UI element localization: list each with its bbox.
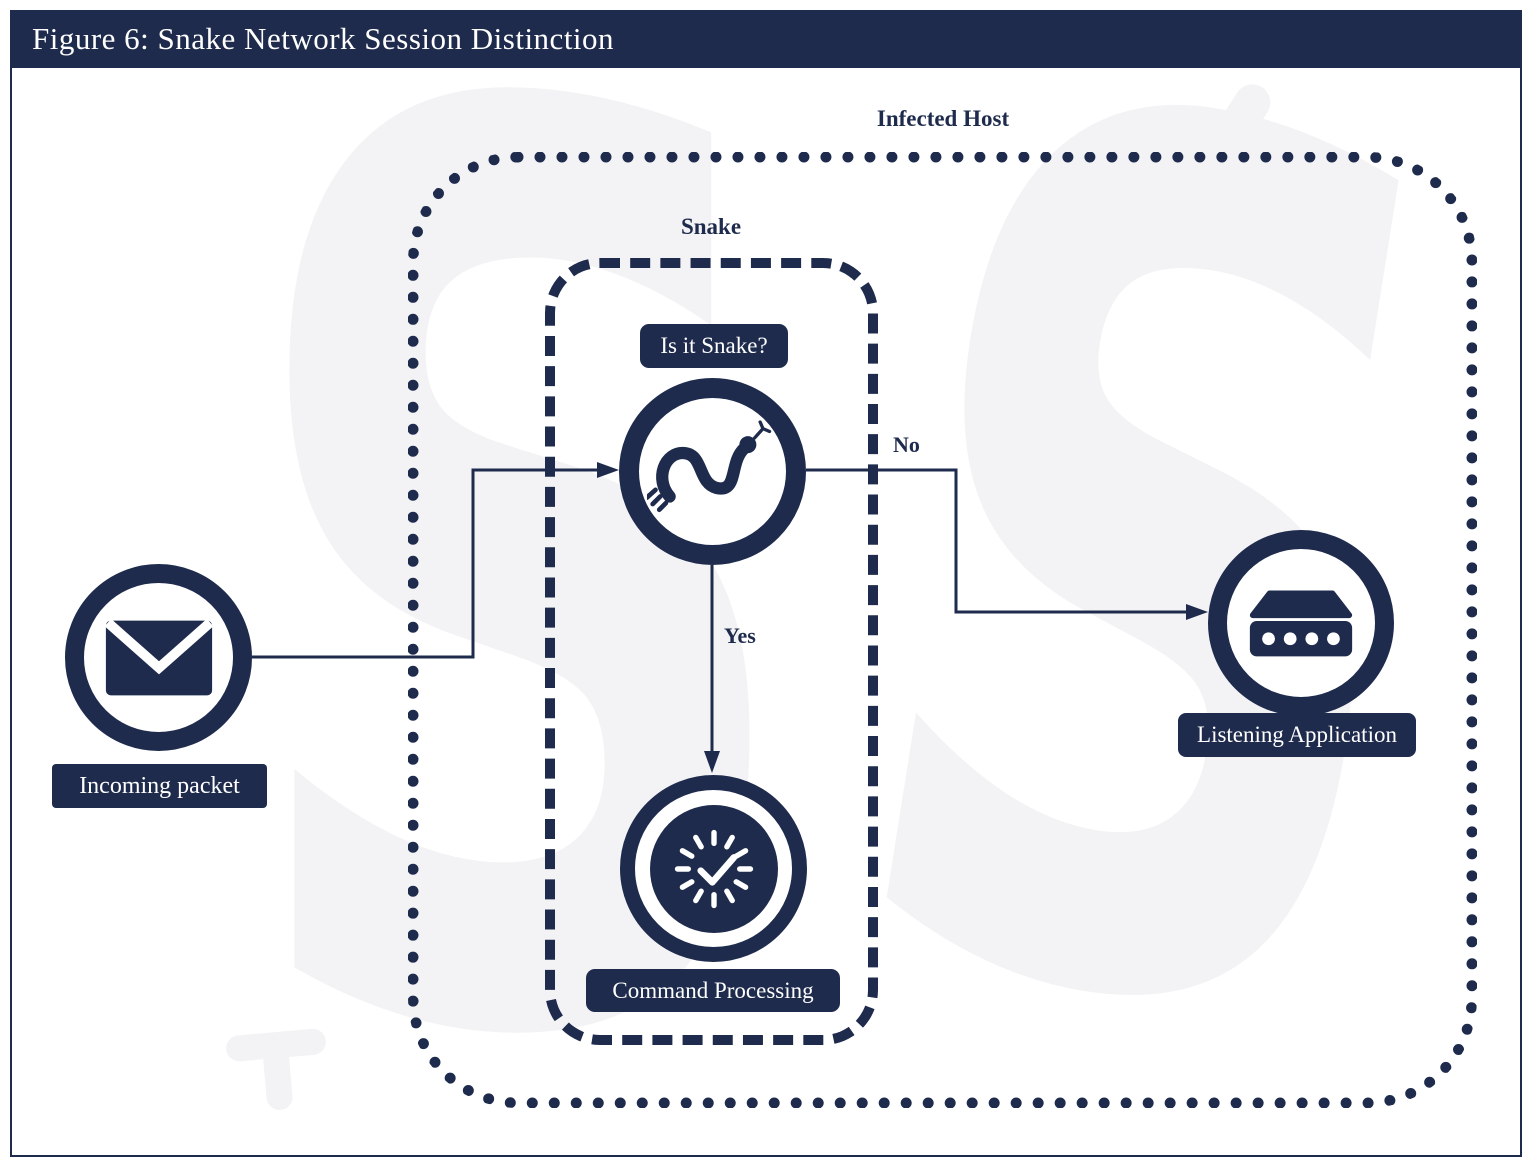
figure-title-bar: Figure 6: Snake Network Session Distinct… — [10, 10, 1522, 68]
figure-title: Figure 6: Snake Network Session Distinct… — [32, 21, 615, 56]
figure-frame — [10, 10, 1522, 1157]
